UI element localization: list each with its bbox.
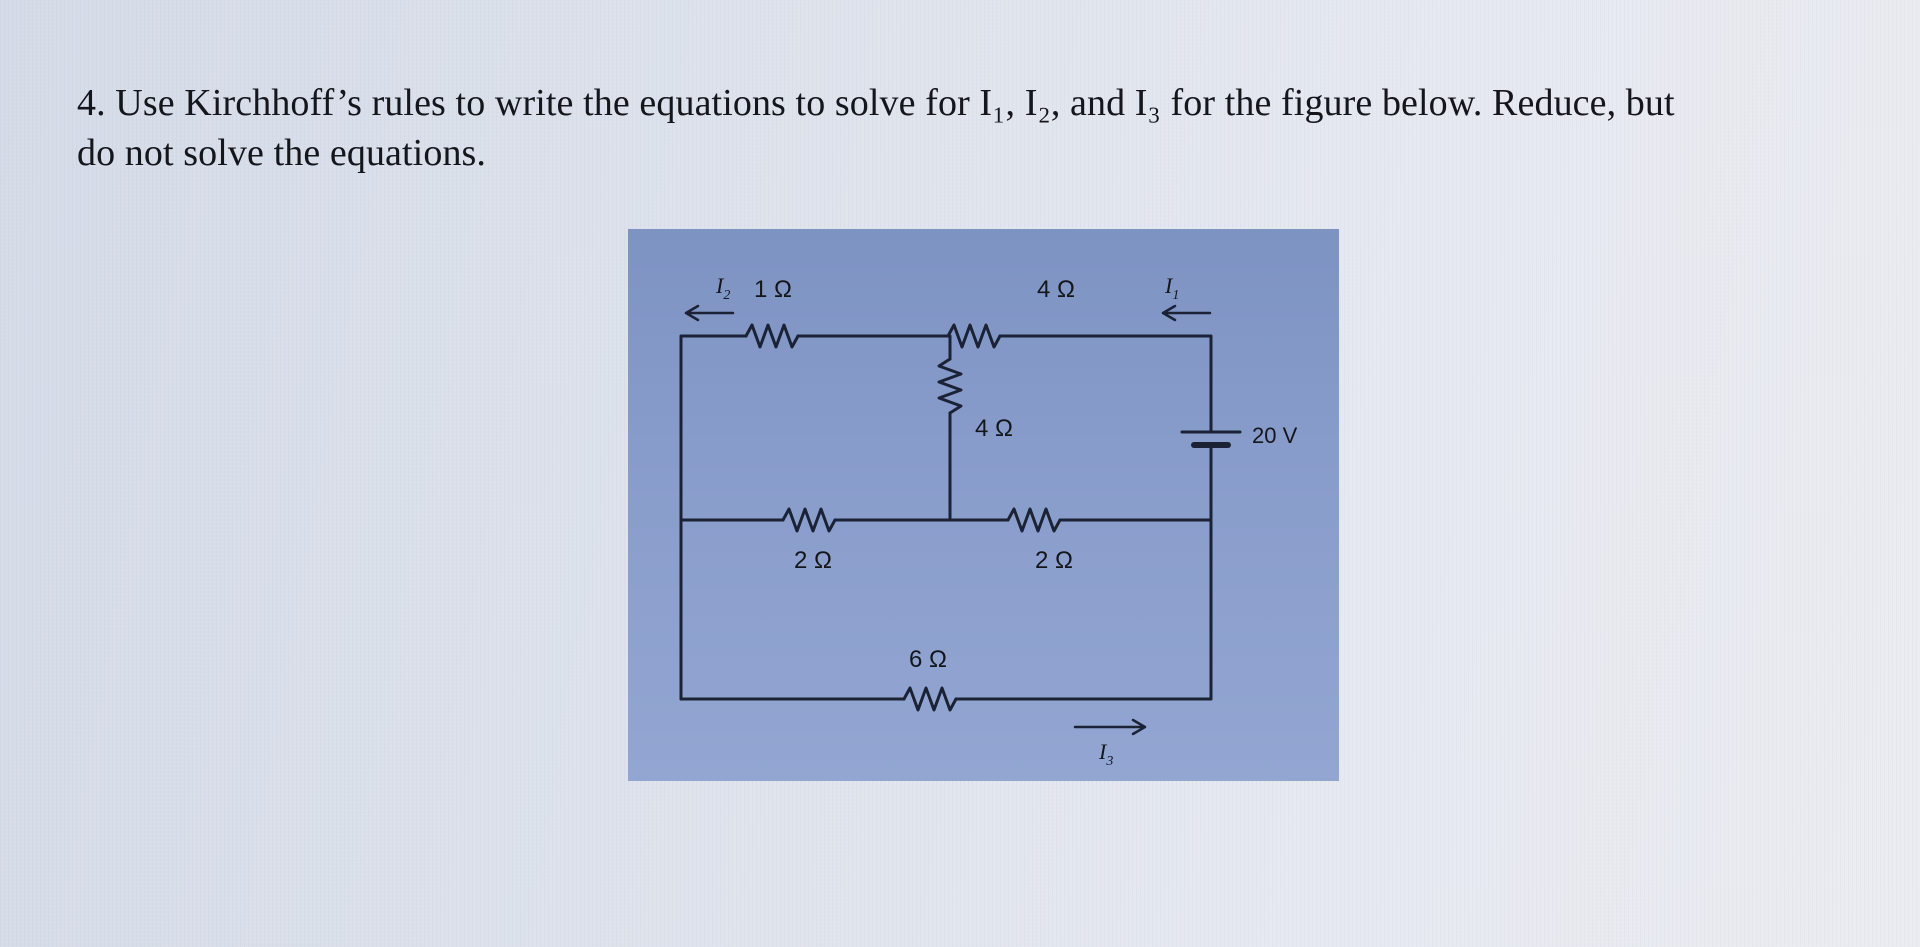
resistor-2-ohm-right [1006, 507, 1062, 533]
question-line-2: do not solve the equations. [77, 132, 487, 174]
circuit-figure: 1 Ω 4 Ω 4 Ω 2 Ω 2 Ω 6 Ω 20 V I2 I1 I3 [628, 229, 1339, 781]
resistor-4-ohm-vertical [937, 357, 963, 415]
arrow-i3 [1073, 718, 1147, 736]
resistor-1-ohm [744, 323, 800, 349]
label-resistor-1-ohm: 1 Ω [754, 276, 792, 303]
label-resistor-4-ohm-vertical: 4 Ω [975, 415, 1013, 442]
question-line-1: 4. Use Kirchhoff’s rules to write the eq… [77, 82, 1675, 124]
wire-top-right [998, 334, 1213, 434]
wire-top-left [679, 334, 748, 341]
label-resistor-4-ohm-top: 4 Ω [1037, 276, 1075, 303]
label-current-i2: I2 [715, 273, 730, 303]
label-current-i3: I3 [1098, 739, 1113, 769]
resistor-4-ohm-top [946, 323, 1002, 349]
resistor-6-ohm [902, 686, 958, 712]
label-current-i1: I1 [1164, 273, 1179, 303]
arrow-i1 [1161, 304, 1212, 322]
label-resistor-2-ohm-right: 2 Ω [1035, 547, 1073, 574]
label-battery-voltage: 20 V [1252, 423, 1298, 448]
label-resistor-2-ohm-left: 2 Ω [794, 547, 832, 574]
resistor-2-ohm-left [781, 507, 837, 533]
question-text: 4. Use Kirchhoff’s rules to write the eq… [77, 78, 1877, 178]
label-resistor-6-ohm: 6 Ω [909, 646, 947, 673]
arrow-i2 [684, 304, 735, 322]
circuit-diagram: 1 Ω 4 Ω 4 Ω 2 Ω 2 Ω 6 Ω 20 V I2 I1 I3 [679, 273, 1298, 769]
